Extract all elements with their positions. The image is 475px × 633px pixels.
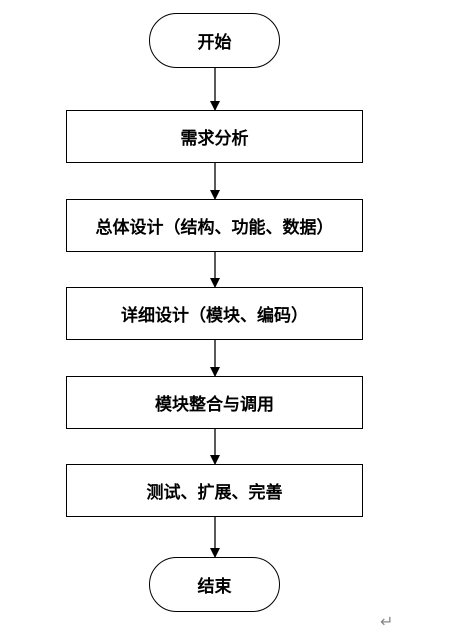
paragraph-mark-icon: ↵ bbox=[380, 612, 394, 631]
step-label: 模块整合与调用 bbox=[155, 395, 274, 415]
end-label: 结束 bbox=[197, 577, 232, 597]
step-module-integration: 模块整合与调用 bbox=[66, 376, 363, 429]
step-label: 总体设计（结构、功能、数据） bbox=[95, 218, 334, 238]
step-requirements-analysis: 需求分析 bbox=[66, 110, 363, 163]
start-node: 开始 bbox=[149, 13, 280, 68]
step-detailed-design: 详细设计（模块、编码） bbox=[66, 287, 363, 340]
step-label: 需求分析 bbox=[180, 129, 249, 149]
step-overall-design: 总体设计（结构、功能、数据） bbox=[66, 199, 363, 252]
step-label: 详细设计（模块、编码） bbox=[121, 306, 308, 326]
end-node: 结束 bbox=[149, 557, 280, 612]
step-label: 测试、扩展、完善 bbox=[146, 483, 283, 503]
start-label: 开始 bbox=[197, 33, 232, 53]
step-testing: 测试、扩展、完善 bbox=[66, 464, 363, 517]
